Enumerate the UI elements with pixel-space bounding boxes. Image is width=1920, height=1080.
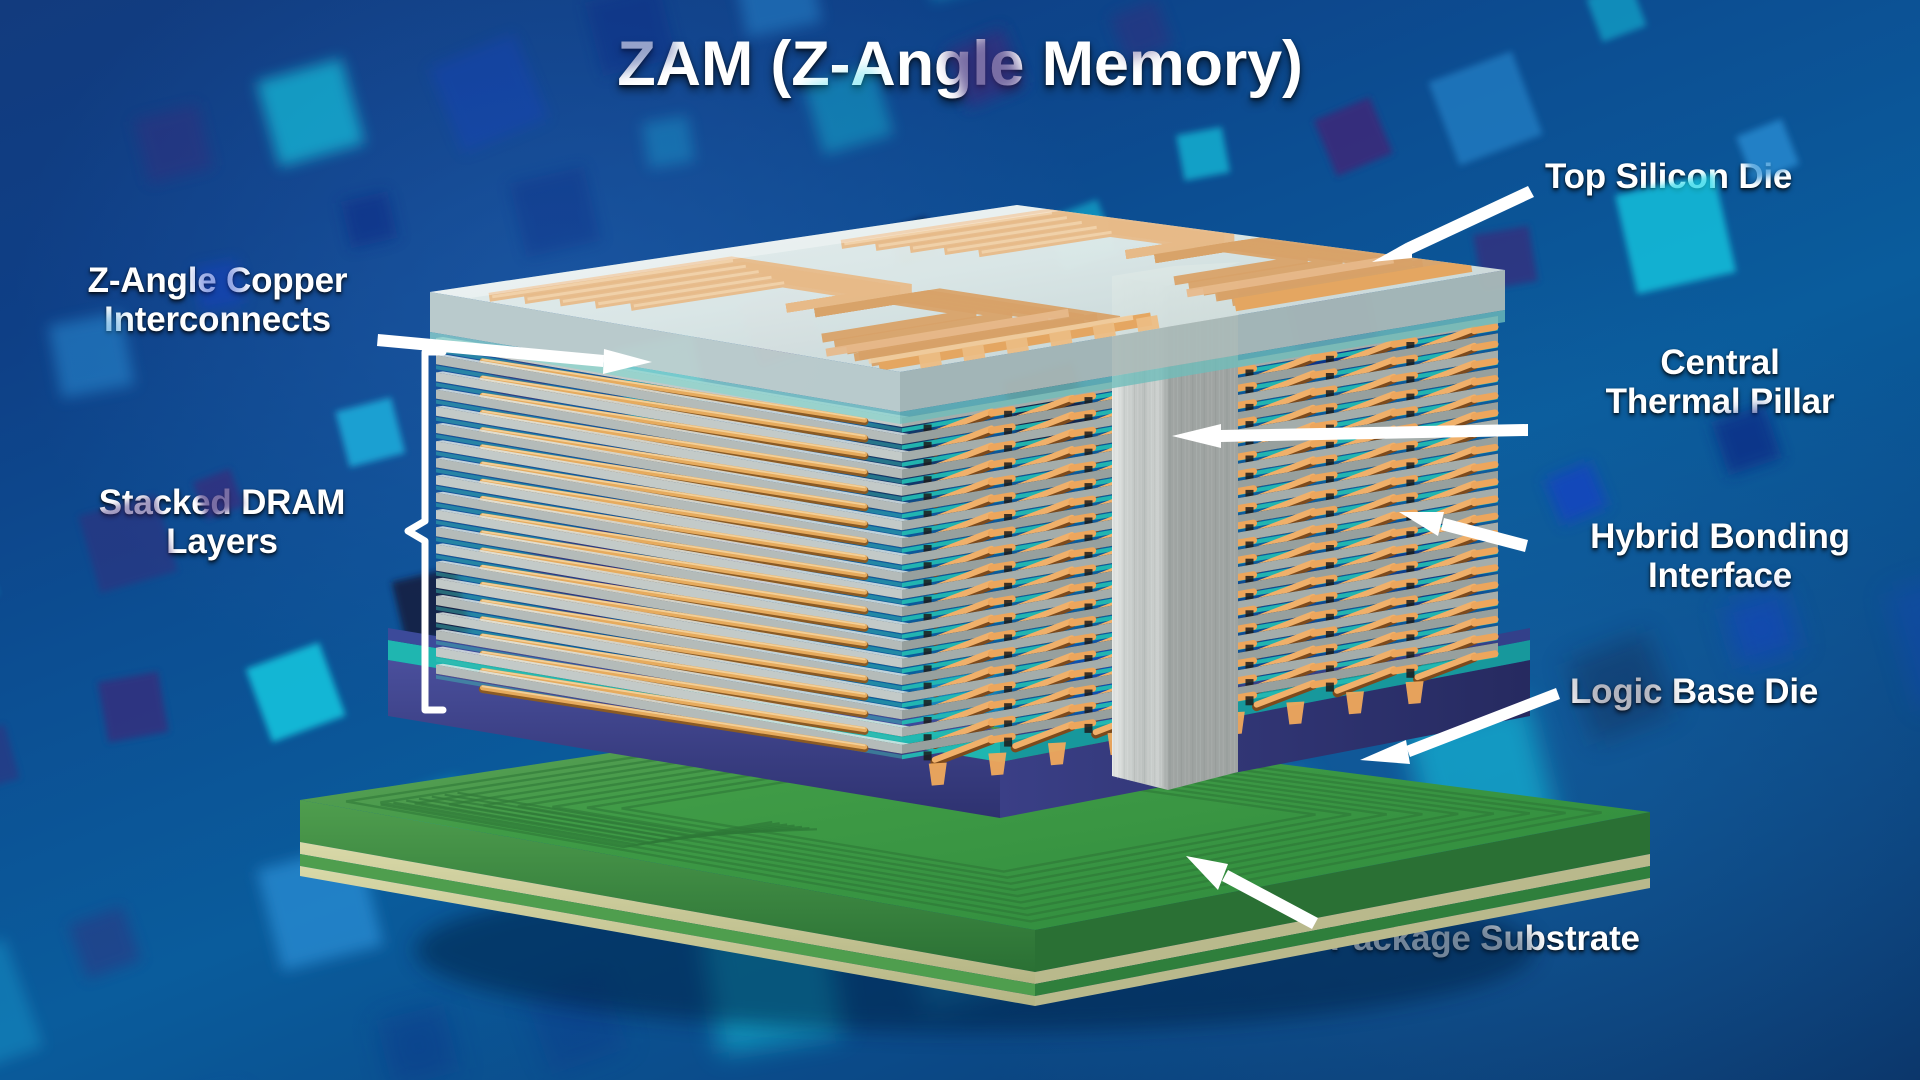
bracket-stacked-dram [404,348,447,714]
label-hybrid-bonding-interface: Hybrid Bonding Interface [1590,517,1850,595]
leader-central-thermal-pillar [1172,424,1528,448]
package-substrate-body [300,712,1650,1006]
leader-hybrid-bonding [1399,512,1528,552]
leader-z-angle-copper [377,334,652,374]
label-central-thermal-pillar: Central Thermal Pillar [1605,343,1835,421]
top-silicon-die-body [430,205,1505,424]
leader-top-silicon-die [1372,186,1534,262]
leader-package-substrate [1186,856,1318,929]
leader-logic-base-die [1360,688,1560,764]
